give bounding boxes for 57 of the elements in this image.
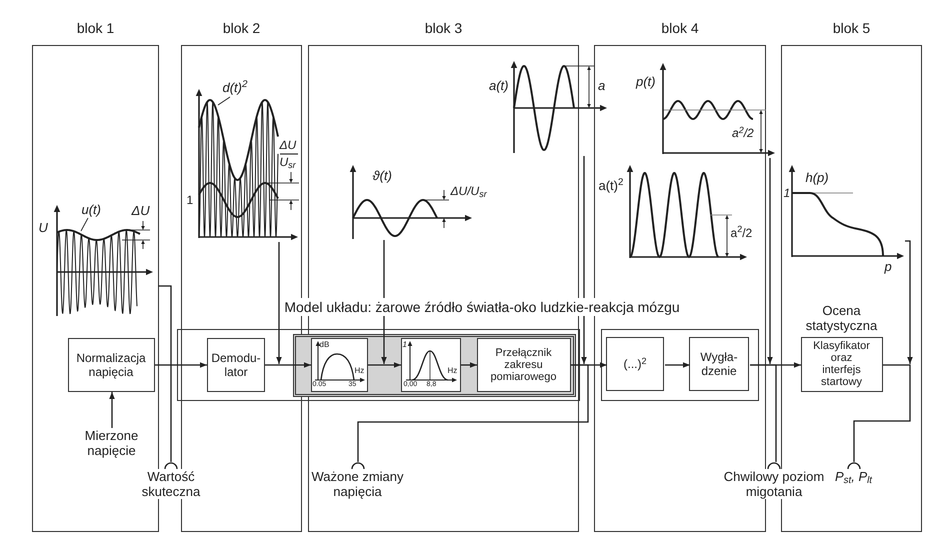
process-box	[68, 338, 154, 392]
output-label: Ważone zmiany napięcia	[310, 468, 406, 498]
arrow	[265, 362, 311, 368]
block-heading: blok 1	[76, 19, 114, 37]
arrow	[155, 362, 207, 368]
box-label: Przełącznik zakresu pomiarowego	[489, 346, 558, 382]
dimension-label: ΔU	[132, 202, 150, 218]
axis-label: 1	[402, 340, 407, 348]
output-label: P$_{st}$, P$_{lt}$	[834, 468, 872, 484]
axis-label: 1	[784, 186, 790, 200]
arrow	[767, 158, 773, 364]
box-heading: Ocena statystyczna	[804, 302, 878, 332]
curve-label: h(p)	[806, 170, 829, 184]
dimension-label: a$^{2}$/2	[730, 226, 752, 240]
dimension-label: ΔU	[280, 138, 296, 152]
block-heading: blok 3	[424, 19, 462, 37]
curve-label: a(t)$^{2}$	[598, 178, 624, 192]
dimension-label: ΔU/U$_{sr}$	[450, 184, 487, 198]
process-box	[476, 338, 570, 392]
arrow	[581, 156, 587, 364]
group-frame	[600, 328, 758, 400]
curve-label: u(t)	[82, 202, 101, 216]
arrow	[368, 362, 401, 368]
box-label: (...)$^{2}$	[623, 357, 646, 371]
curve-label: p(t)	[636, 74, 656, 89]
arrow	[109, 392, 115, 428]
signal-line	[357, 364, 589, 462]
axis-label: p	[884, 258, 892, 274]
input-label: Mierzone napięcie	[84, 428, 140, 458]
block-heading: blok 5	[832, 19, 870, 37]
curve-label: d(t)$^{2}$	[222, 80, 248, 94]
curve-label: a(t)	[489, 78, 508, 93]
box-label: Klasyfikator oraz interfejs startowy	[812, 340, 871, 388]
axis-label: Hz	[354, 366, 364, 374]
arrow	[461, 362, 477, 368]
block-heading: blok 2	[222, 19, 260, 37]
process-box	[606, 337, 664, 391]
axis-label: dB	[320, 340, 330, 348]
curve-label: ϑ(t)	[372, 168, 392, 182]
signal-line	[750, 364, 777, 462]
signal-line	[853, 364, 911, 462]
dimension-label: a	[598, 78, 606, 93]
process-box	[207, 338, 265, 392]
arrow	[905, 240, 913, 364]
arrow	[665, 362, 690, 368]
shaded-frame	[292, 334, 576, 396]
process-box	[689, 337, 749, 391]
box-label: Normalizacja napięcia	[75, 350, 147, 378]
dimension-label: U$_{sr}$	[280, 154, 296, 168]
box-label: Wygła- dzenie	[699, 350, 739, 378]
arrow	[276, 242, 282, 364]
dimension-label: a$^{2}$/2	[732, 126, 754, 140]
axis-label: Hz	[448, 366, 458, 374]
axis-label: 1	[186, 192, 194, 206]
box-label: Demodu- lator	[210, 351, 262, 379]
axis-label: U	[38, 220, 48, 234]
block-heading: blok 4	[661, 19, 699, 37]
